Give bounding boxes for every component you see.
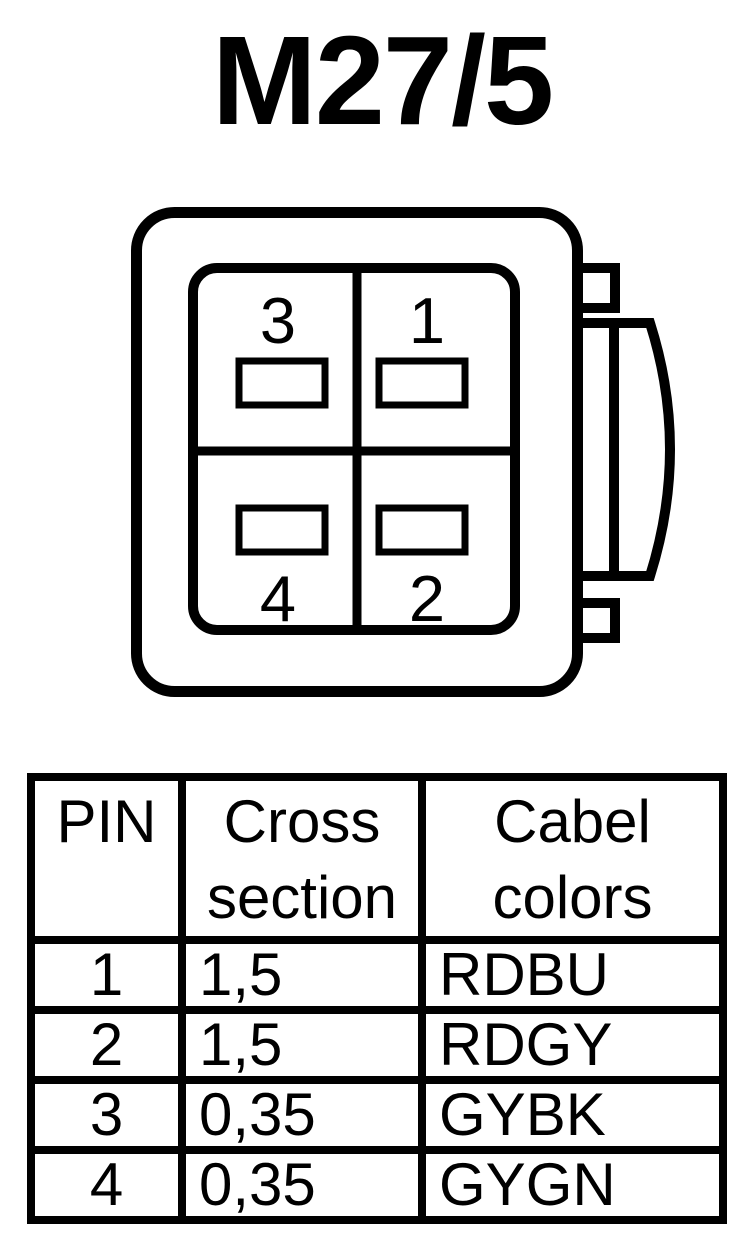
header-cross-section-line2: section (206, 864, 398, 931)
cross-section-cell: 0,35 (178, 1146, 426, 1224)
header-cable-colors-line2: colors (492, 864, 653, 931)
pin-slot-4 (235, 504, 329, 556)
pin-label-4: 4 (260, 562, 296, 635)
connector-title: M27/5 (211, 10, 554, 151)
connector-diagram: 3 1 4 2 (131, 207, 675, 697)
cross-section-cell: 1,5 (178, 936, 426, 1014)
pin-number-cell: 1 (27, 936, 186, 1014)
pin-label-1: 1 (409, 284, 445, 357)
table-row: 4 0,35 GYGN (27, 1146, 727, 1224)
table-row: 2 1,5 RDGY (27, 1006, 727, 1084)
connector-latch (577, 318, 675, 581)
pin-number-cell: 3 (27, 1076, 186, 1154)
pin-label-2: 2 (409, 562, 445, 635)
cable-color-cell: RDGY (418, 1006, 727, 1084)
cable-color-cell: GYBK (418, 1076, 727, 1154)
pin-number-cell: 4 (27, 1146, 186, 1224)
table-row: 1 1,5 RDBU (27, 936, 727, 1014)
pin-slot-1 (375, 357, 469, 409)
header-pin: PIN (27, 773, 186, 944)
cross-section-cell: 0,35 (178, 1076, 426, 1154)
header-cross-section-line1: Cross (223, 788, 381, 855)
header-cable-colors: Cabel colors (418, 773, 727, 944)
pin-table: PIN Cross section Cabel colors 1 1,5 RDB… (27, 773, 727, 1224)
cross-section-cell: 1,5 (178, 1006, 426, 1084)
table-header-row: PIN Cross section Cabel colors (27, 773, 727, 944)
pin-slot-3 (235, 357, 329, 409)
cable-color-cell: RDBU (418, 936, 727, 1014)
pin-label-3: 3 (260, 284, 296, 357)
pin-number-cell: 2 (27, 1006, 186, 1084)
header-cross-section: Cross section (178, 773, 426, 944)
header-pin-label: PIN (56, 788, 157, 855)
pin-slot-2 (375, 504, 469, 556)
cable-color-cell: GYGN (418, 1146, 727, 1224)
table-row: 3 0,35 GYBK (27, 1076, 727, 1154)
header-cable-colors-line1: Cabel (494, 788, 651, 855)
